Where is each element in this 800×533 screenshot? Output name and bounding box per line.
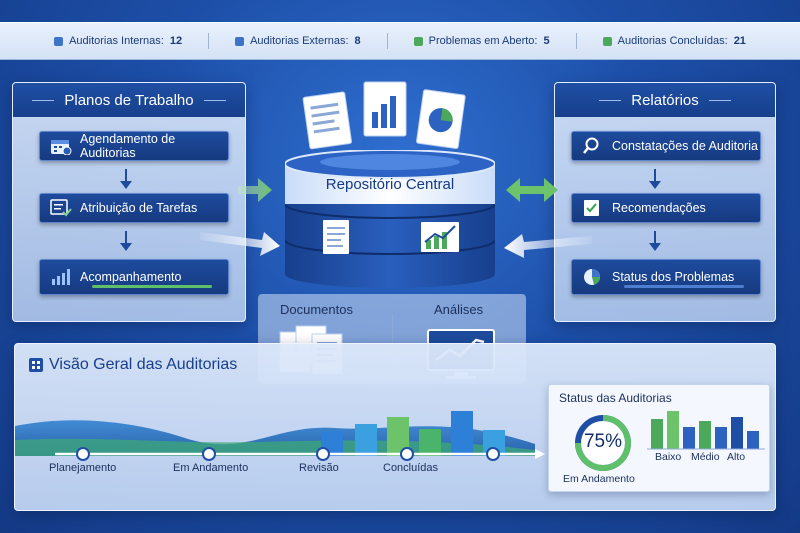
stat-internal-audits: Auditorias Internas: 12 bbox=[54, 35, 182, 47]
reports-panel: Relatórios Constatações de Auditoria Rec… bbox=[554, 82, 776, 322]
step-assign-tasks[interactable]: Atribuição de Tarefas bbox=[39, 193, 229, 223]
work-plans-panel: Planos de Trabalho Agendamento de Audito… bbox=[12, 82, 246, 322]
audit-status-card: Status das Auditorias 75% Em Andamento B… bbox=[548, 384, 770, 492]
arrow-white-left-icon bbox=[504, 234, 592, 258]
bar-label-low: Baixo bbox=[655, 451, 682, 463]
overview-bars bbox=[321, 411, 505, 456]
step-issue-status[interactable]: Status dos Problemas bbox=[571, 259, 761, 295]
floating-documents bbox=[302, 81, 466, 150]
bar-chart-icon bbox=[50, 268, 72, 286]
stat-square-icon bbox=[235, 36, 245, 46]
stat-label: Problemas em Aberto: bbox=[428, 35, 538, 47]
arrow-down-icon bbox=[649, 169, 661, 189]
step-schedule-audits[interactable]: Agendamento de Auditorias bbox=[39, 131, 229, 161]
step-label: Agendamento de Auditorias bbox=[80, 132, 176, 160]
analysis-label: Análises bbox=[434, 302, 484, 317]
panel-title: Relatórios bbox=[555, 83, 775, 117]
stat-value: 12 bbox=[169, 35, 183, 47]
reports-title: Relatórios bbox=[631, 91, 699, 109]
dashboard-icon bbox=[29, 358, 43, 372]
timeline-node bbox=[316, 447, 330, 461]
stat-open-issues: Problemas em Aberto: 5 bbox=[413, 35, 550, 47]
gauge-chart bbox=[575, 415, 631, 471]
magnifier-icon bbox=[582, 137, 604, 155]
stat-value: 8 bbox=[354, 35, 361, 47]
gauge-arc bbox=[575, 415, 631, 471]
arrow-green-right-icon bbox=[238, 178, 272, 202]
step-label: Acompanhamento bbox=[80, 270, 182, 284]
status-title: Status das Auditorias bbox=[559, 391, 672, 405]
status-bars bbox=[647, 411, 765, 450]
timeline-node bbox=[400, 447, 414, 461]
checklist-icon bbox=[582, 199, 604, 217]
documents-label: Documentos bbox=[280, 302, 353, 317]
arrow-down-icon bbox=[120, 231, 132, 251]
calendar-icon bbox=[50, 137, 72, 156]
stat-label: Auditorias Internas: bbox=[69, 35, 164, 47]
divider bbox=[575, 33, 577, 49]
panel-title: Planos de Trabalho bbox=[13, 83, 245, 117]
gauge-label: Em Andamento bbox=[563, 473, 635, 485]
pie-report-icon bbox=[416, 89, 466, 150]
arrow-white-right-icon bbox=[200, 232, 280, 256]
timeline-label-in-progress: Em Andamento bbox=[173, 462, 249, 474]
timeline-node bbox=[76, 447, 90, 461]
step-label: Atribuição de Tarefas bbox=[80, 201, 198, 215]
bar-report-icon bbox=[363, 81, 407, 137]
stat-label: Auditorias Externas: bbox=[250, 35, 349, 47]
repository-label: Repositório Central bbox=[325, 176, 455, 193]
step-tracking[interactable]: Acompanhamento bbox=[39, 259, 229, 295]
work-plans-title: Planos de Trabalho bbox=[64, 91, 194, 109]
progress-line bbox=[624, 285, 744, 288]
stat-external-audits: Auditorias Externas: 8 bbox=[235, 35, 361, 47]
progress-line bbox=[92, 285, 212, 288]
stat-square-icon bbox=[54, 36, 64, 46]
stats-bar: Auditorias Internas: 12 Auditorias Exter… bbox=[0, 22, 800, 60]
overview-title: Visão Geral das Auditorias bbox=[49, 356, 238, 373]
stat-square-icon bbox=[413, 36, 423, 46]
timeline-node bbox=[202, 447, 216, 461]
overview-wave-chart bbox=[15, 411, 545, 461]
step-label: Constatações de Auditoria bbox=[612, 139, 758, 153]
document-icon bbox=[302, 91, 352, 150]
arrow-green-double-icon bbox=[506, 178, 558, 202]
arrow-down-icon bbox=[120, 169, 132, 189]
divider bbox=[208, 33, 210, 49]
timeline-label-planning: Planejamento bbox=[49, 462, 117, 474]
stat-square-icon bbox=[602, 36, 612, 46]
step-recommendations[interactable]: Recomendações bbox=[571, 193, 761, 223]
stat-completed-audits: Auditorias Concluídas: 21 bbox=[602, 35, 746, 47]
arrow-down-icon bbox=[649, 231, 661, 251]
stat-value: 5 bbox=[543, 35, 550, 47]
divider bbox=[386, 33, 388, 49]
step-label: Recomendações bbox=[612, 201, 706, 215]
bar-label-medium: Médio bbox=[691, 451, 720, 463]
step-label: Status dos Problemas bbox=[612, 270, 735, 284]
central-repository[interactable]: Repositório Central bbox=[284, 149, 496, 290]
timeline-label-completed: Concluídas bbox=[383, 462, 439, 474]
step-audit-findings[interactable]: Constatações de Auditoria bbox=[571, 131, 761, 161]
timeline-node bbox=[486, 447, 500, 461]
stat-label: Auditorias Concluídas: bbox=[617, 35, 728, 47]
bar-label-high: Alto bbox=[727, 451, 746, 463]
task-list-icon bbox=[50, 199, 72, 217]
timeline-label-review: Revisão bbox=[299, 462, 339, 474]
pie-chart-icon bbox=[582, 268, 604, 286]
gauge-value: 75% bbox=[583, 431, 623, 452]
stat-value: 21 bbox=[733, 35, 746, 47]
